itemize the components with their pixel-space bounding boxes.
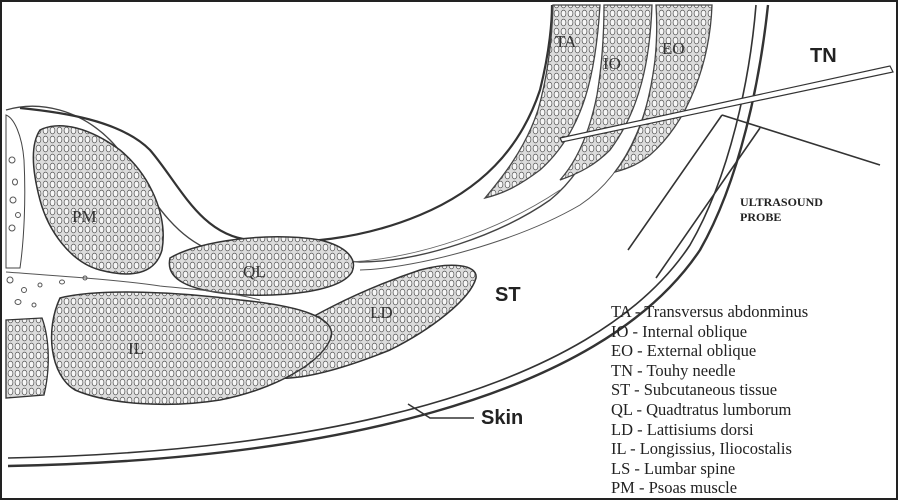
probe-label: ULTRASOUND PROBE — [740, 195, 880, 225]
legend-item: TN - Touhy needle — [611, 361, 808, 381]
il-label: IL — [128, 340, 144, 357]
legend-item: TA - Transversus abdonminus — [611, 302, 808, 322]
pm-label: PM — [72, 208, 97, 225]
legend-item: ST - Subcutaneous tissue — [611, 380, 808, 400]
eo-label: EO — [662, 40, 685, 57]
legend-item: LD - Lattisiums dorsi — [611, 420, 808, 440]
legend-item: IO - Internal oblique — [611, 322, 808, 342]
legend-item: LS - Lumbar spine — [611, 459, 808, 479]
spine-block-upper — [6, 318, 48, 398]
skin-label: Skin — [481, 408, 523, 428]
probe-label-line1: ULTRASOUND — [740, 195, 880, 210]
tn-label: TN — [810, 46, 837, 66]
fascia-line-2 — [350, 190, 560, 262]
legend-item: QL - Quadtratus lumborum — [611, 400, 808, 420]
spine-area — [6, 115, 25, 268]
st-label: ST — [495, 285, 521, 305]
legend-item: PM - Psoas muscle — [611, 478, 808, 498]
pm-muscle — [33, 126, 163, 274]
ld-label: LD — [370, 304, 393, 321]
legend-item: IL - Longissius, Iliocostalis — [611, 439, 808, 459]
legend-item: EO - External oblique — [611, 341, 808, 361]
probe-label-line2: PROBE — [740, 210, 880, 225]
il-muscle — [52, 292, 332, 404]
legend: TA - Transversus abdonminus IO - Interna… — [611, 302, 808, 498]
ql-label: QL — [243, 263, 266, 280]
ta-label: TA — [555, 33, 576, 50]
io-label: IO — [603, 55, 621, 72]
